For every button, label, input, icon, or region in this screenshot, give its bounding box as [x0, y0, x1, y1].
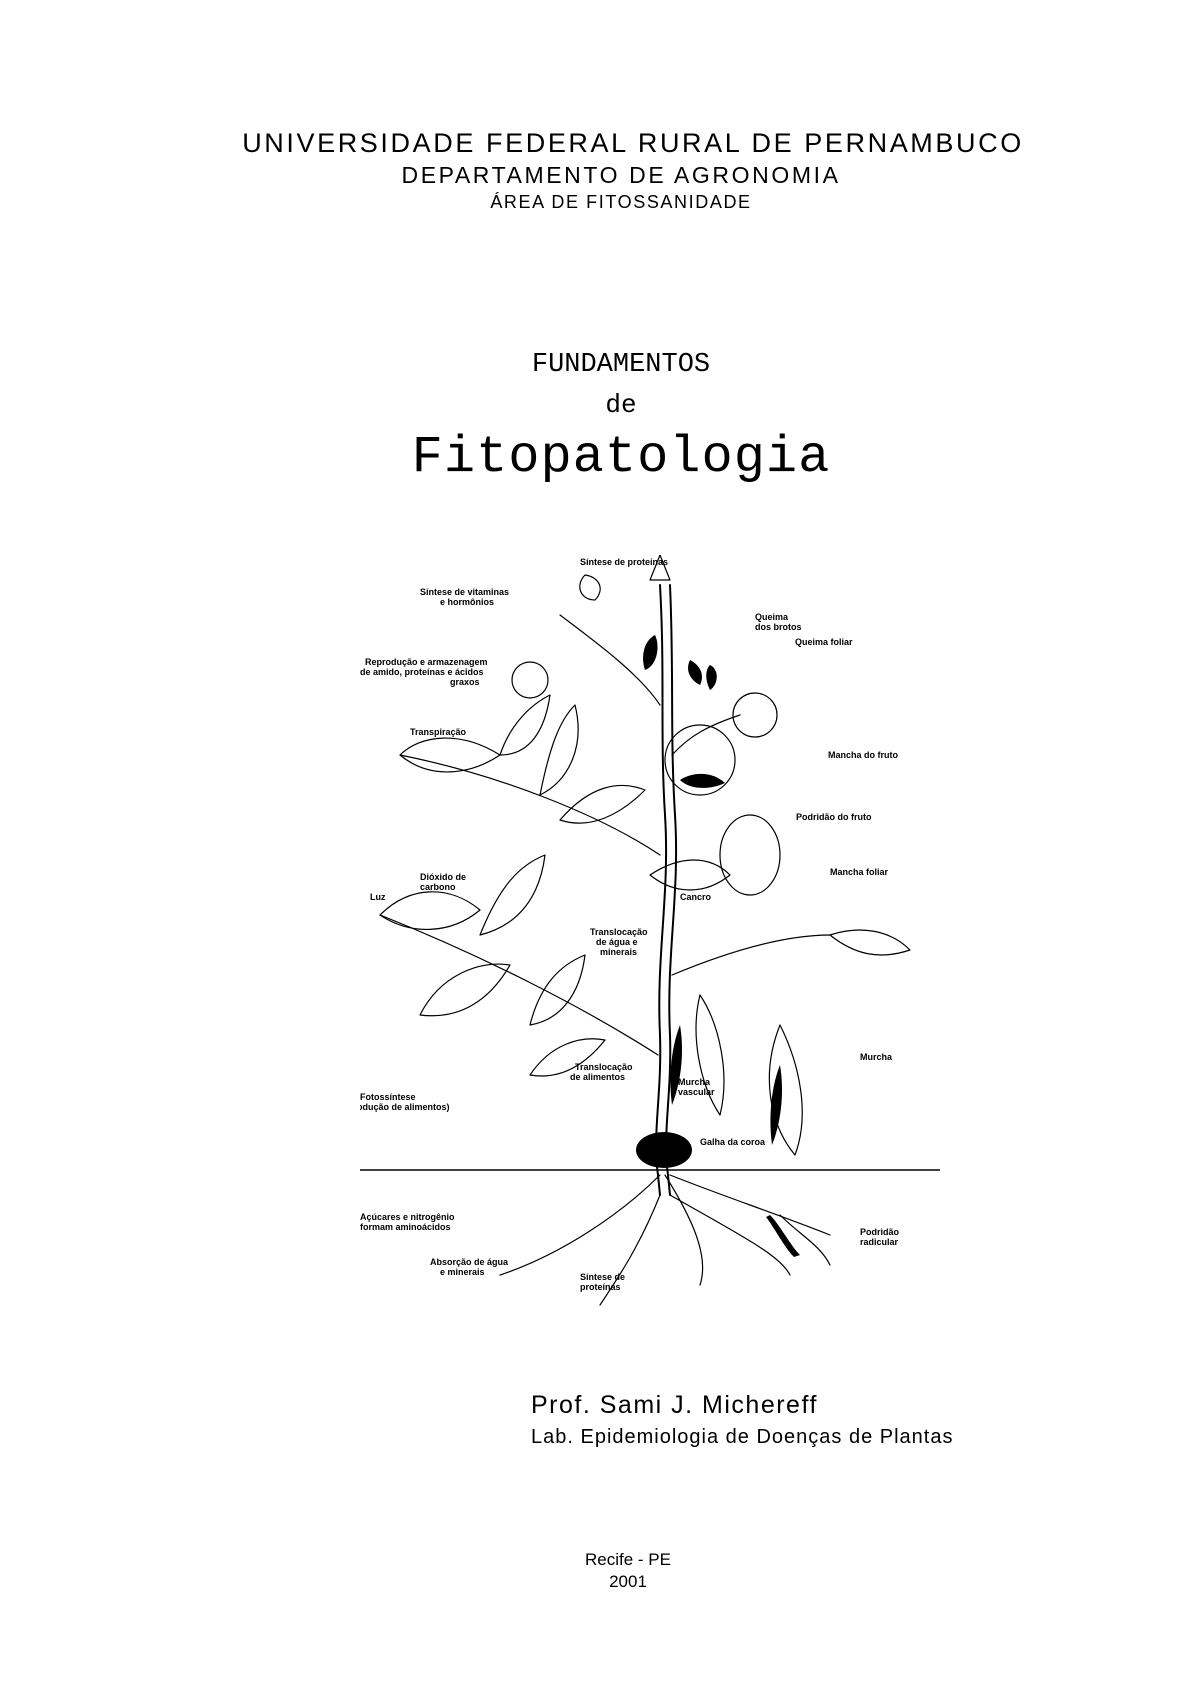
crown-gall: [636, 1132, 692, 1168]
fig-label: Cancro: [680, 892, 712, 902]
leaf: [695, 994, 725, 1116]
leaf: [479, 854, 546, 936]
department-name: DEPARTAMENTO DE AGRONOMIA: [401, 162, 841, 188]
fig-label: (produção de alimentos): [360, 1102, 450, 1112]
area-name: ÁREA DE FITOSSANIDADE: [490, 192, 752, 212]
fig-label: Murcha: [860, 1052, 893, 1062]
seed: [511, 661, 549, 699]
fig-label: Translocação: [575, 1062, 633, 1072]
fig-label: Açúcares e nitrogênio: [360, 1212, 455, 1222]
fruit: [732, 692, 778, 738]
leaf: [419, 963, 511, 1017]
fig-label: Luz: [370, 892, 386, 902]
leaf: [649, 859, 731, 891]
leaf: [529, 954, 586, 1026]
fig-label: Síntese de vitaminas: [420, 587, 509, 597]
wilt-mark: [770, 1065, 783, 1145]
root: [669, 1194, 791, 1276]
leaf: [529, 1038, 606, 1077]
fruit: [664, 724, 736, 796]
root: [599, 1194, 661, 1306]
plant-disease-illustration: Síntese de proteínas Síntese de vitamina…: [360, 555, 940, 1306]
fig-label: graxos: [450, 677, 480, 687]
fig-label: Murcha: [678, 1077, 711, 1087]
root: [669, 1174, 831, 1236]
fig-label: Queima foliar: [795, 637, 853, 647]
lesion-mark: [688, 660, 702, 685]
fig-label: de amido, proteínas e ácidos: [360, 667, 484, 677]
plant-stem: [655, 584, 668, 1196]
fig-label: de alimentos: [570, 1072, 625, 1082]
fig-label: Reprodução e armazenagem: [365, 657, 488, 667]
fig-label: Galha da coroa: [700, 1137, 766, 1147]
title-main: Fitopatologia: [411, 428, 831, 487]
bud: [649, 555, 671, 581]
fig-label: e hormônios: [440, 597, 494, 607]
fig-label: Fotossíntese: [360, 1092, 416, 1102]
title-line-1: FUNDAMENTOS: [531, 350, 711, 380]
fig-label: Síntese de: [580, 1272, 625, 1282]
fig-label: Translocação: [590, 927, 648, 937]
root-rot-mark: [766, 1215, 800, 1257]
bud: [579, 574, 601, 601]
title-line-2: de: [605, 390, 637, 420]
publication-place: Recife - PE: [585, 1550, 671, 1569]
fruit: [719, 814, 781, 896]
rot-mark: [680, 773, 725, 788]
fig-label: de água e: [596, 937, 638, 947]
fig-label: vascular: [678, 1087, 715, 1097]
fig-label: Mancha do fruto: [828, 750, 898, 760]
leaf: [379, 891, 481, 931]
leaf: [768, 1024, 803, 1156]
fig-label: Síntese de proteínas: [580, 557, 668, 567]
author-lab: Lab. Epidemiologia de Doenças de Plantas: [531, 1426, 954, 1448]
fig-label: Transpiração: [410, 727, 467, 737]
fig-label: Queima: [755, 612, 789, 622]
blight-mark: [643, 635, 658, 670]
root: [499, 1174, 661, 1276]
author-name: Prof. Sami J. Michereff: [531, 1391, 818, 1419]
institution-name: UNIVERSIDADE FEDERAL RURAL DE PERNAMBUCO: [242, 128, 1024, 158]
fig-label: dos brotos: [755, 622, 802, 632]
root: [664, 1174, 704, 1286]
leaf: [559, 784, 646, 824]
fig-label: Absorção de água: [430, 1257, 509, 1267]
wilt-mark: [670, 1025, 683, 1105]
fig-label: proteínas: [580, 1282, 621, 1292]
fig-label: e minerais: [440, 1267, 485, 1277]
fig-label: formam aminoácidos: [360, 1222, 451, 1232]
leaf: [539, 704, 579, 796]
publication-year: 2001: [609, 1572, 647, 1591]
fig-label: carbono: [420, 882, 456, 892]
fig-label: Podridão do fruto: [796, 812, 872, 822]
root: [779, 1214, 831, 1266]
lesion-mark: [706, 665, 717, 690]
fig-label: Dióxido de: [420, 872, 466, 882]
fig-label: minerais: [600, 947, 637, 957]
fig-label: Podridão: [860, 1227, 900, 1237]
leaf: [499, 694, 551, 756]
leaf: [829, 929, 911, 956]
fig-label: Mancha foliar: [830, 867, 889, 877]
fig-label: radicular: [860, 1237, 899, 1247]
